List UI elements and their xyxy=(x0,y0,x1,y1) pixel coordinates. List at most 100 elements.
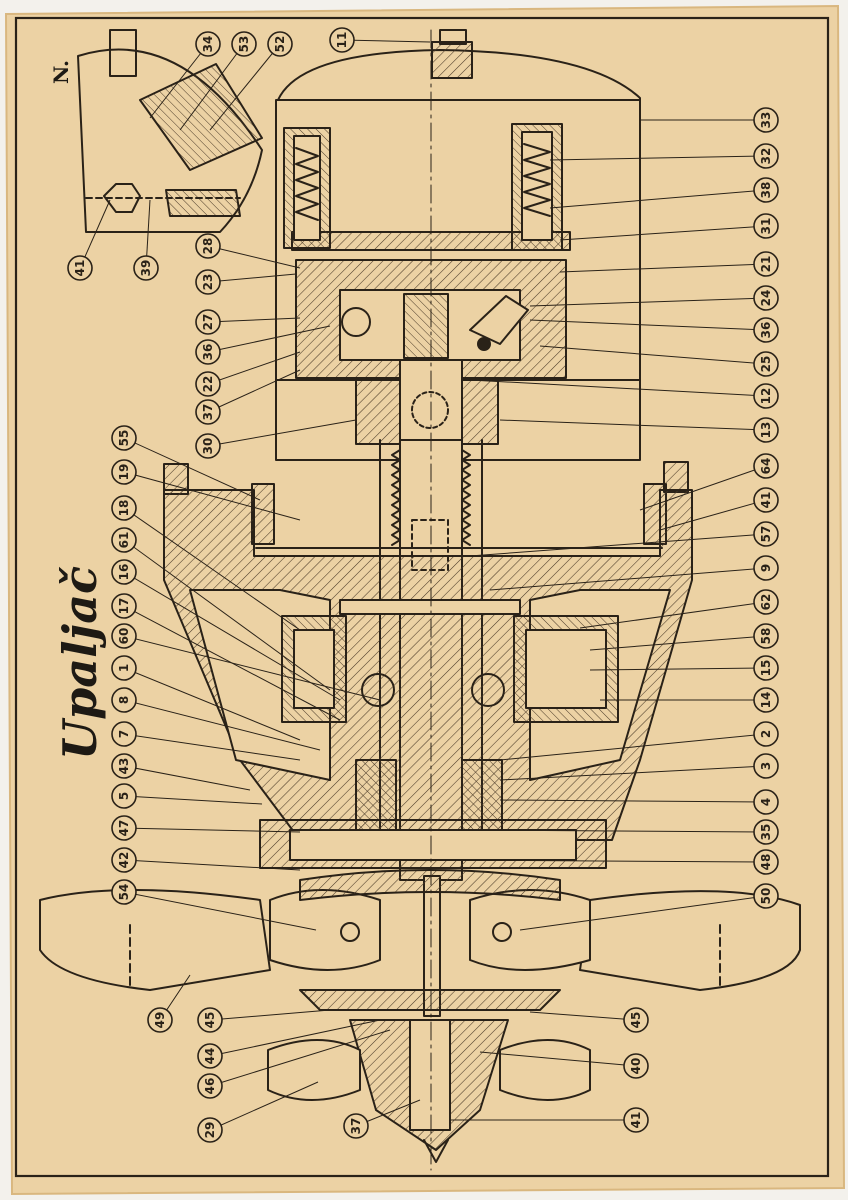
callout-left-27: 46 xyxy=(197,1029,391,1099)
leader-line xyxy=(209,1019,381,1057)
callout-number: 36 xyxy=(201,344,215,361)
callout-right-7: 25 xyxy=(539,345,779,377)
callout-balloon xyxy=(753,177,779,203)
callout-bottom-0: 37 xyxy=(343,1099,421,1139)
callout-balloon xyxy=(111,655,137,681)
callout-balloon xyxy=(753,417,779,443)
callout-number: 2 xyxy=(759,730,773,738)
callout-number: 50 xyxy=(759,888,773,905)
callout-balloon xyxy=(753,819,779,845)
leader-line xyxy=(559,263,767,273)
leader-line xyxy=(499,419,767,431)
callout-balloon xyxy=(147,1007,173,1033)
callout-balloon xyxy=(197,1043,223,1069)
callout-left-25: 45 xyxy=(197,1007,331,1033)
callout-balloon xyxy=(111,687,137,713)
callout-number: 39 xyxy=(139,260,153,277)
callout-left-16: 1 xyxy=(111,655,301,741)
callout-right-25: 40 xyxy=(479,1051,649,1079)
callout-balloon xyxy=(623,1053,649,1079)
leader-line xyxy=(579,601,767,629)
callout-left-11: 18 xyxy=(111,495,301,631)
callout-balloon xyxy=(111,495,137,521)
callout-left-0: 41 xyxy=(67,199,111,281)
leader-line xyxy=(207,325,331,353)
callout-left-13: 16 xyxy=(111,559,341,701)
callout-number: 53 xyxy=(237,36,251,53)
callout-right-20: 4 xyxy=(499,789,779,815)
callout-right-11: 41 xyxy=(659,487,779,531)
callout-left-24: 49 xyxy=(147,974,191,1033)
leader-line xyxy=(123,471,301,521)
callout-balloon xyxy=(753,251,779,277)
leader-line xyxy=(179,43,245,131)
callout-number: 12 xyxy=(759,388,773,405)
callout-balloon xyxy=(133,255,159,281)
leader-line xyxy=(123,859,301,871)
leader-line xyxy=(589,635,767,651)
callout-number: 16 xyxy=(117,564,131,581)
callout-right-5: 24 xyxy=(529,285,779,311)
callout-inset-1: 53 xyxy=(179,31,257,131)
callout-right-3: 31 xyxy=(559,213,779,241)
callout-balloon xyxy=(753,487,779,513)
callout-left-6: 22 xyxy=(195,351,301,397)
callout-number: 36 xyxy=(759,322,773,339)
fuze-section-view xyxy=(39,29,801,1171)
callout-right-0: 33 xyxy=(640,107,779,133)
callout-number: 44 xyxy=(203,1048,217,1065)
callout-left-14: 17 xyxy=(111,593,341,721)
callout-number: 54 xyxy=(117,884,131,901)
callout-number: 28 xyxy=(201,238,215,255)
callout-number: 22 xyxy=(201,376,215,393)
callout-balloon xyxy=(753,849,779,875)
callout-balloon xyxy=(111,593,137,619)
leader-line xyxy=(539,345,767,365)
leader-line xyxy=(123,891,317,931)
callout-number: 38 xyxy=(759,182,773,199)
callout-number: 11 xyxy=(335,32,349,49)
callout-balloon xyxy=(111,847,137,873)
callout-number: 7 xyxy=(117,730,131,738)
callout-number: 37 xyxy=(201,404,215,421)
leader-line xyxy=(519,895,767,931)
callout-balloon xyxy=(753,687,779,713)
callout-left-3: 23 xyxy=(195,269,297,295)
callout-number: 32 xyxy=(759,148,773,165)
callout-balloon xyxy=(231,31,257,57)
callout-balloon xyxy=(195,433,221,459)
callout-balloon xyxy=(623,1107,649,1133)
leader-line xyxy=(529,319,767,331)
leader-line xyxy=(123,539,331,691)
leader-line xyxy=(149,43,209,119)
leader-line xyxy=(207,419,357,447)
leader-line xyxy=(499,733,767,761)
callout-balloon xyxy=(195,233,221,259)
callout-right-18: 2 xyxy=(499,721,779,761)
callout-number: 29 xyxy=(203,1122,217,1139)
callout-number: 40 xyxy=(629,1058,643,1075)
callout-number: 41 xyxy=(629,1112,643,1129)
callout-balloon xyxy=(753,317,779,343)
callout-number: 42 xyxy=(117,852,131,869)
callout-balloon xyxy=(111,527,137,553)
callout-balloon xyxy=(197,1117,223,1143)
callout-right-1: 32 xyxy=(549,143,779,169)
leader-line xyxy=(123,699,321,751)
leader-line xyxy=(529,297,767,307)
leader-line xyxy=(123,437,261,501)
leader-line xyxy=(207,245,301,269)
leader-line xyxy=(639,465,767,511)
callout-left-10: 19 xyxy=(111,459,301,521)
callout-left-5: 36 xyxy=(195,325,331,365)
callout-balloon xyxy=(111,753,137,779)
callout-number: 46 xyxy=(203,1078,217,1095)
callout-number: 4 xyxy=(759,798,773,806)
leader-line xyxy=(469,379,767,397)
callout-number: 14 xyxy=(759,692,773,709)
callout-balloon xyxy=(195,371,221,397)
callout-right-8: 12 xyxy=(469,379,779,409)
callout-balloon xyxy=(195,309,221,335)
callout-balloon xyxy=(329,27,355,53)
callout-left-2: 28 xyxy=(195,233,301,269)
